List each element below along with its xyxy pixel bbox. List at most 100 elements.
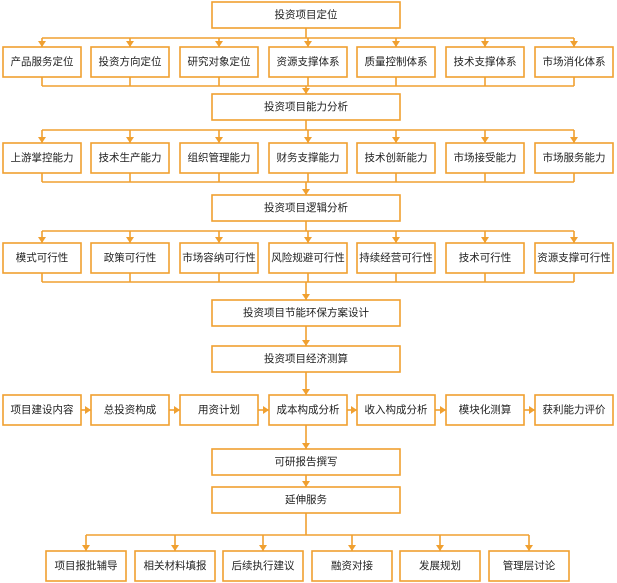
arrow-down-icon [304,137,312,143]
main-step-6-frame [211,486,401,514]
arrow-down-icon [38,237,46,243]
positioning-item-1: 投资方向定位 [90,46,170,78]
positioning-item-1-frame [90,46,170,78]
logic-item-2-label: 市场容纳可行性 [182,251,256,264]
capability-item-0: 上游掌控能力 [2,142,82,174]
economic-step-5: 模块化测算 [445,394,525,426]
economic-step-0: 项目建设内容 [2,394,82,426]
arrow-down-icon [126,237,134,243]
arrow-down-icon [392,41,400,47]
logic-item-5-label: 技术可行性 [459,251,512,264]
main-step-1-frame [211,93,401,121]
capability-item-3-frame [268,142,348,174]
capability-item-1-frame [90,142,170,174]
economic-step-6-frame [534,394,614,426]
extension-item-1-frame [134,550,216,582]
economic-step-2-label: 用资计划 [198,403,240,416]
arrow-down-icon [126,137,134,143]
extension-item-5: 管理层讨论 [488,550,570,582]
capability-item-2-label: 组织管理能力 [188,151,251,164]
positioning-item-3: 资源支撑体系 [268,46,348,78]
arrow-right-icon [351,406,357,414]
arrow-down-icon [302,88,310,94]
extension-item-3-label: 融资对接 [331,559,373,572]
capability-item-0-frame [2,142,82,174]
positioning-item-6-label: 市场消化体系 [543,55,606,68]
logic-item-6-label: 资源支撑可行性 [537,251,611,264]
economic-step-0-frame [2,394,82,426]
economic-step-5-frame [445,394,525,426]
economic-step-1: 总投资构成 [90,394,170,426]
positioning-item-4: 质量控制体系 [356,46,436,78]
main-step-5-label: 可研报告撰写 [275,455,338,468]
arrow-down-icon [570,41,578,47]
capability-item-6-frame [534,142,614,174]
connectors [38,28,578,551]
logic-item-4-frame [356,242,436,274]
arrow-down-icon [570,237,578,243]
arrow-right-icon [529,406,535,414]
extension-item-4: 发展规划 [399,550,481,582]
positioning-item-6: 市场消化体系 [534,46,614,78]
economic-step-4-label: 收入构成分析 [365,403,428,416]
economic-step-1-frame [90,394,170,426]
positioning-item-2: 研究对象定位 [179,46,259,78]
main-step-6: 延伸服务 [211,486,401,514]
positioning-item-3-label: 资源支撑体系 [277,55,340,68]
arrow-down-icon [302,443,310,449]
economic-step-5-label: 模块化测算 [459,403,512,416]
positioning-item-5-frame [445,46,525,78]
logic-item-3-frame [268,242,348,274]
positioning-item-1-label: 投资方向定位 [99,55,162,68]
arrow-right-icon [174,406,180,414]
arrow-down-icon [126,41,134,47]
logic-item-5: 技术可行性 [445,242,525,274]
arrow-down-icon [304,237,312,243]
capability-item-1-label: 技术生产能力 [99,151,162,164]
capability-item-5-label: 市场接受能力 [454,151,517,164]
main-step-5-frame [211,448,401,476]
capability-item-5: 市场接受能力 [445,142,525,174]
logic-item-6-frame [534,242,614,274]
extension-item-2-label: 后续执行建议 [232,559,295,572]
arrow-down-icon [525,545,533,551]
main-step-2: 投资项目逻辑分析 [211,194,401,222]
positioning-item-0: 产品服务定位 [2,46,82,78]
arrow-right-icon [263,406,269,414]
logic-item-4-label: 持续经营可行性 [359,251,433,264]
arrow-down-icon [302,294,310,300]
capability-item-4-frame [356,142,436,174]
extension-item-3-frame [311,550,393,582]
main-step-3-label: 投资项目节能环保方案设计 [243,306,369,319]
logic-item-2: 市场容纳可行性 [179,242,259,274]
capability-item-5-frame [445,142,525,174]
economic-step-1-label: 总投资构成 [104,403,157,416]
logic-item-3: 风险规避可行性 [268,242,348,274]
main-step-0: 投资项目定位 [211,1,401,29]
arrow-down-icon [302,389,310,395]
logic-item-3-label: 风险规避可行性 [271,251,345,264]
logic-item-4: 持续经营可行性 [356,242,436,274]
arrow-down-icon [215,41,223,47]
economic-step-2-frame [179,394,259,426]
positioning-item-3-frame [268,46,348,78]
economic-step-4: 收入构成分析 [356,394,436,426]
logic-item-1: 政策可行性 [90,242,170,274]
positioning-item-6-frame [534,46,614,78]
positioning-item-2-frame [179,46,259,78]
arrow-right-icon [85,406,91,414]
positioning-item-5: 技术支撑体系 [445,46,525,78]
economic-step-4-frame [356,394,436,426]
arrow-down-icon [304,41,312,47]
arrow-down-icon [38,137,46,143]
capability-item-3-label: 财务支撑能力 [277,151,340,164]
positioning-item-0-label: 产品服务定位 [11,55,74,68]
arrow-down-icon [302,340,310,346]
arrow-down-icon [392,237,400,243]
main-step-4-frame [211,345,401,373]
extension-item-0-frame [45,550,127,582]
economic-step-0-label: 项目建设内容 [11,403,74,416]
arrow-down-icon [302,481,310,487]
